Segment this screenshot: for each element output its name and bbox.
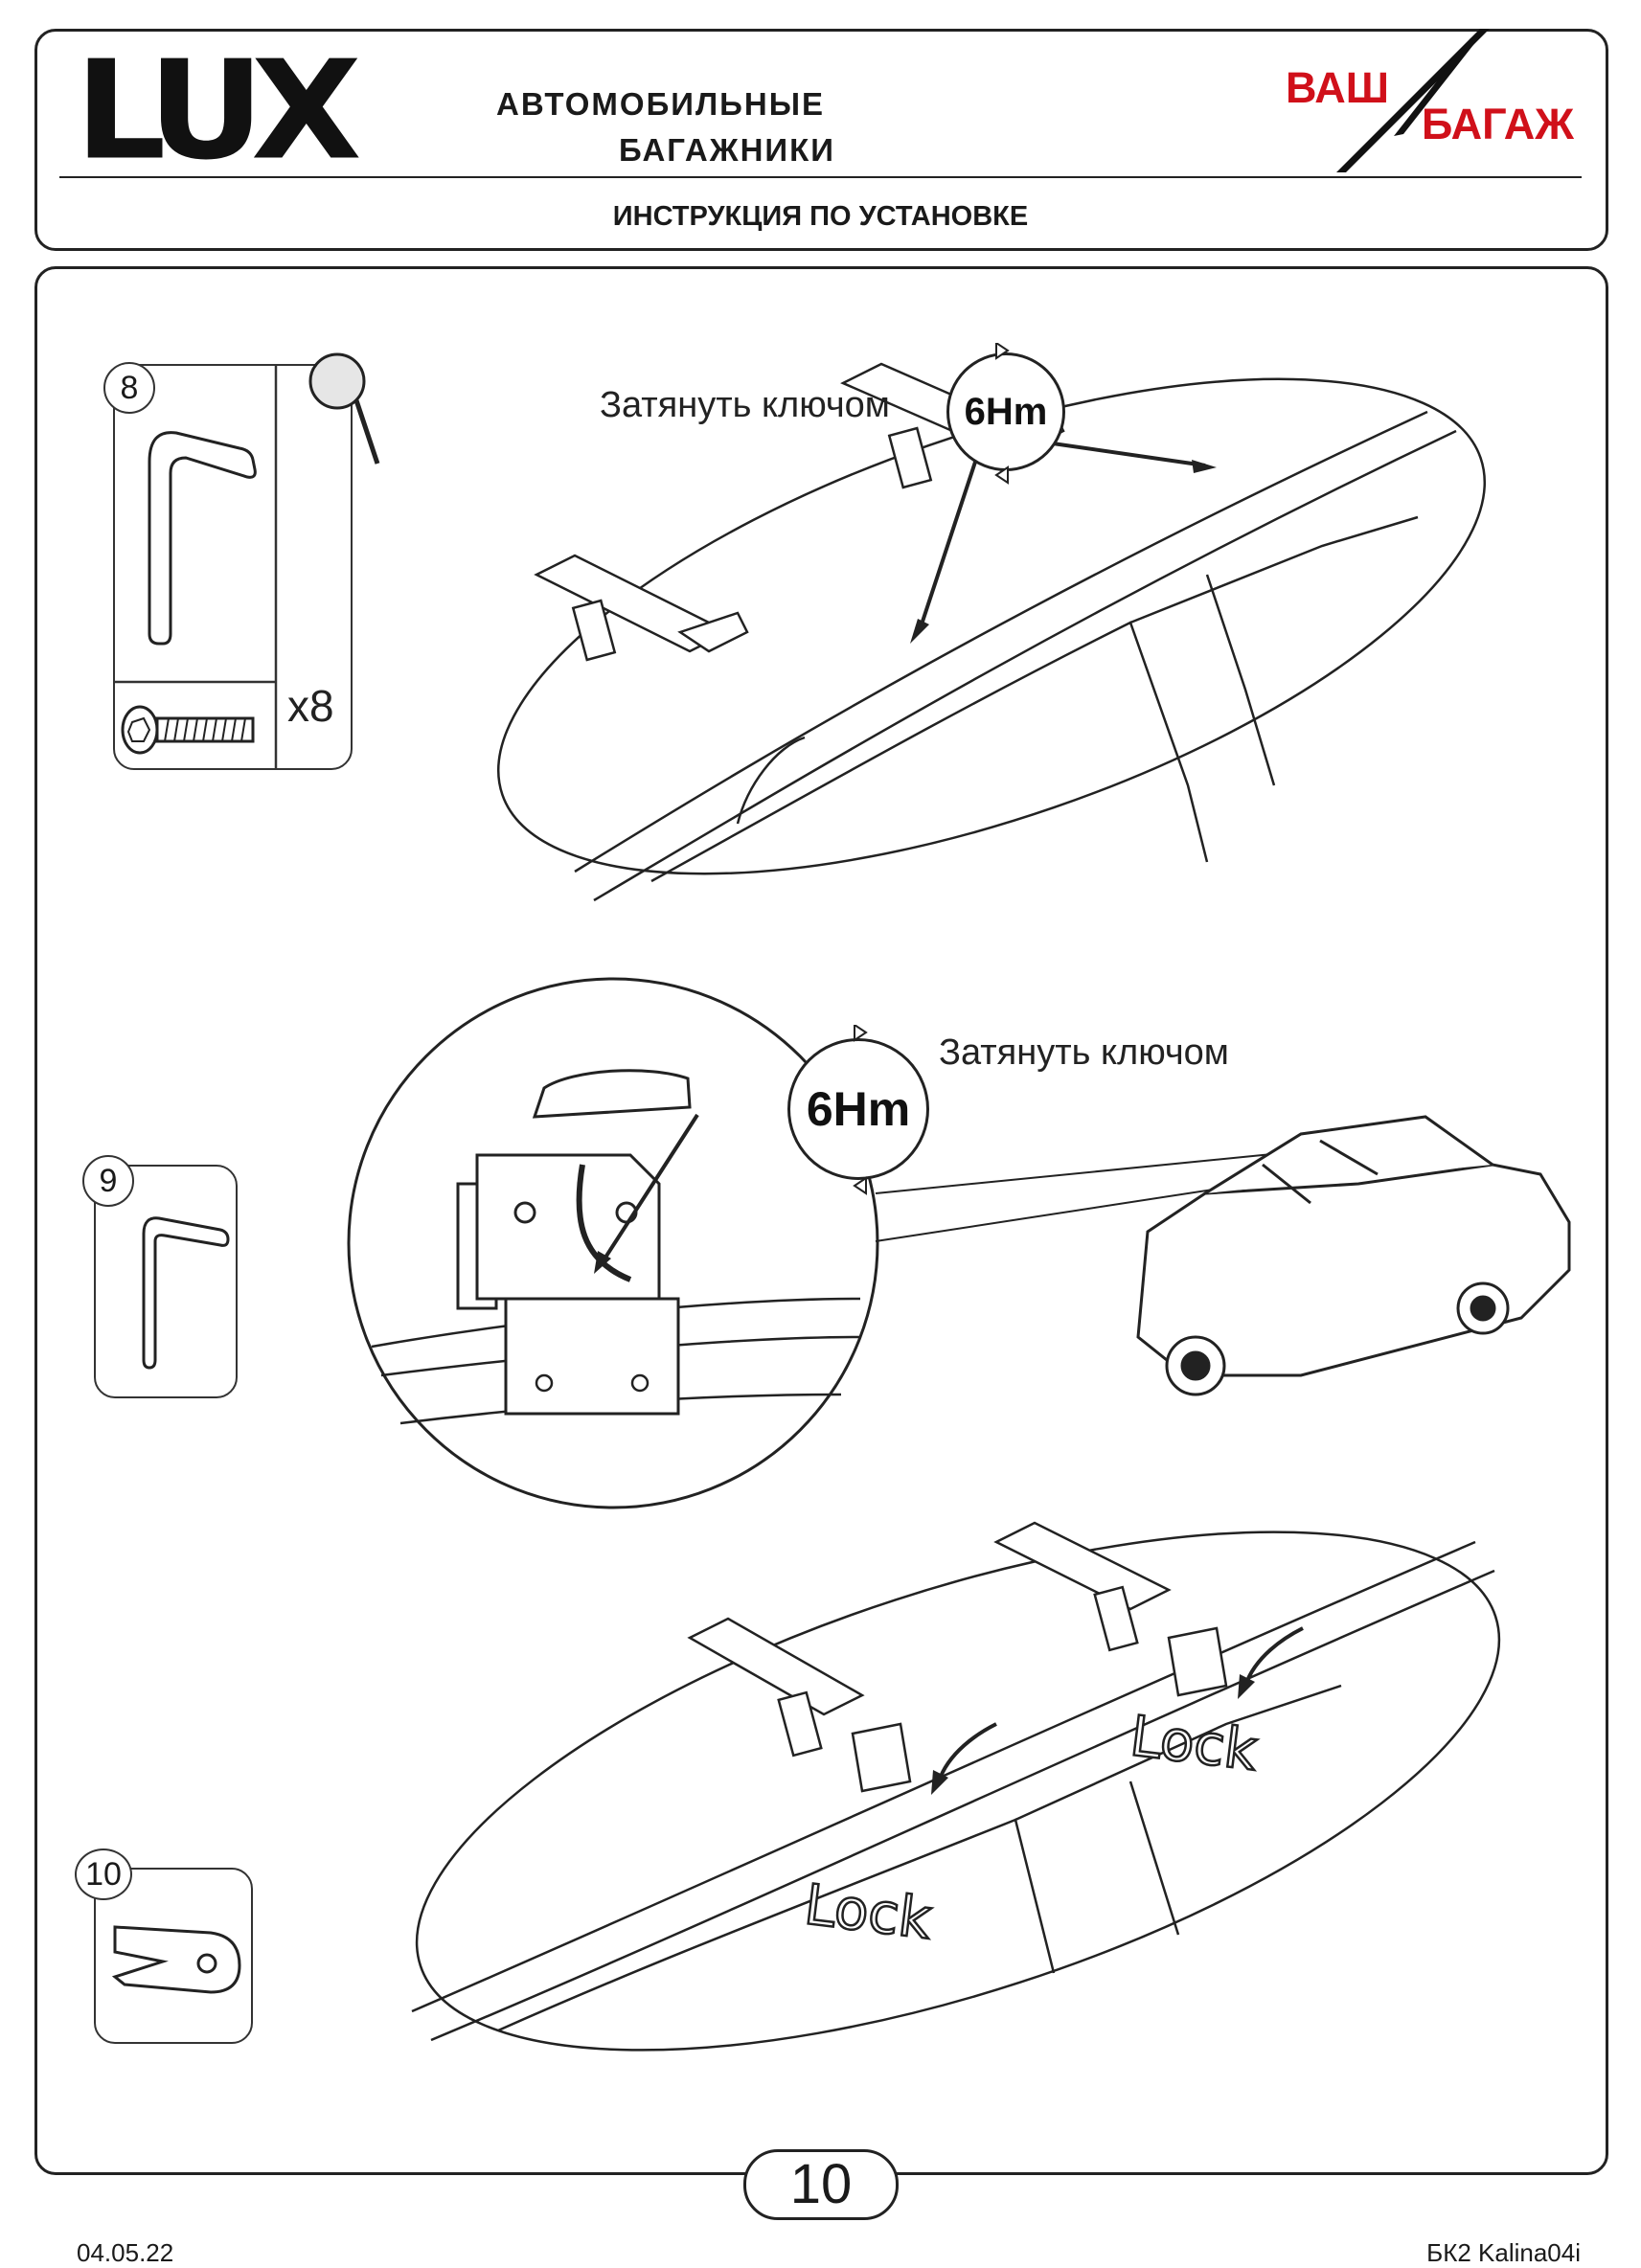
brand-logo-line1: ВАШ <box>1286 63 1389 112</box>
part-8-drawing <box>115 366 278 768</box>
part-number-9: 9 <box>82 1155 134 1207</box>
part-number-10: 10 <box>75 1848 132 1900</box>
step1-instruction: Затянуть ключом <box>600 385 890 425</box>
step1-torque-badge: 6Hm <box>946 352 1065 471</box>
magnifier-icon <box>308 352 380 465</box>
part-8-box <box>113 364 353 770</box>
header-divider <box>59 176 1582 178</box>
header-frame <box>34 29 1608 251</box>
step2-detail-illustration <box>347 977 1571 1509</box>
step3-roof-illustration <box>411 1521 1501 2052</box>
step2-instruction: Затянуть ключом <box>939 1032 1229 1073</box>
part-10-lock-plate-icon <box>111 1925 241 1994</box>
step1-rotation-arrows-icon <box>994 343 1010 485</box>
part-number-8: 8 <box>103 362 155 414</box>
footer-doc-code: БК2 Kalina04i <box>1426 2238 1581 2267</box>
step2-rotation-arrows-icon <box>853 1025 868 1195</box>
page-number: 10 <box>743 2149 899 2220</box>
footer-date: 04.05.22 <box>77 2238 174 2267</box>
logo-subtitle-line1: АВТОМОБИЛЬНЫЕ <box>496 86 826 122</box>
step2-torque-badge: 6Hm <box>787 1038 929 1180</box>
lux-logo: LUX <box>75 32 362 191</box>
part-8-quantity: x8 <box>287 681 334 731</box>
page-title: ИНСТРУКЦИЯ ПО УСТАНОВКЕ <box>612 201 1029 232</box>
brand-slash-mark <box>1336 29 1490 172</box>
logo-subtitle-line2: БАГАЖНИКИ <box>619 132 835 168</box>
part-9-hex-key-icon <box>142 1216 230 1370</box>
brand-logo-line2: БАГАЖ <box>1422 100 1574 148</box>
part-10-box <box>94 1868 253 2044</box>
